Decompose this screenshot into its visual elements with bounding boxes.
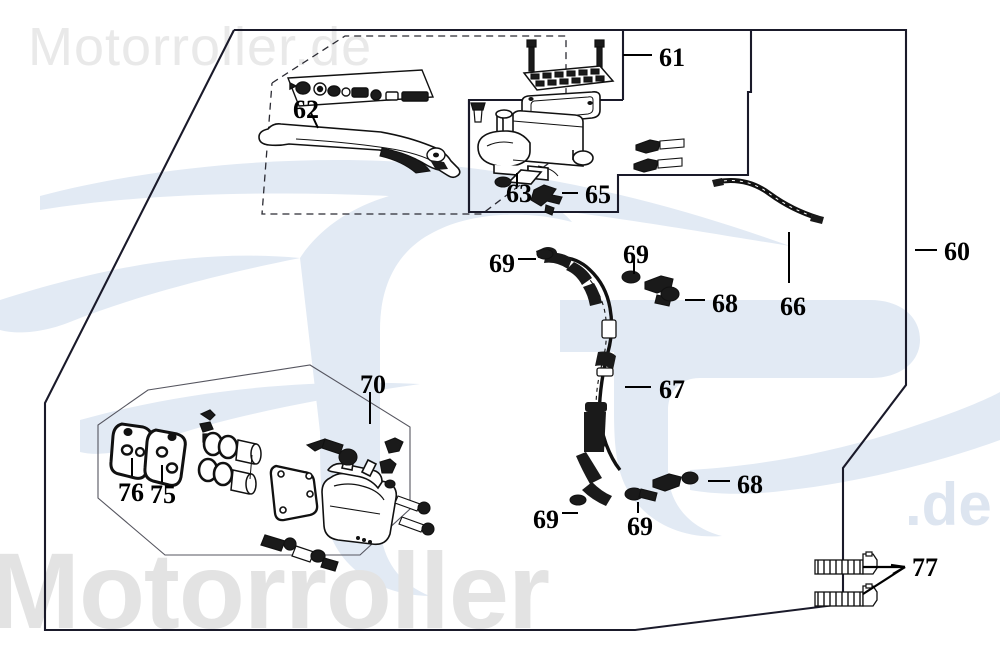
- part-caliper-hardware: [305, 437, 435, 536]
- callout-60: 60: [944, 237, 970, 266]
- part-67-brake-hose: [536, 247, 622, 506]
- callout-70: 70: [360, 370, 386, 399]
- leader-lines: [131, 54, 937, 595]
- part-65-pivot-bolt: [530, 184, 563, 216]
- watermark-top: Motorroller.de: [28, 17, 373, 77]
- callout-67: 67: [659, 375, 685, 404]
- callout-61: 61: [659, 43, 685, 72]
- callout-68-upper: 68: [712, 289, 738, 318]
- part-rubber-boot: [470, 102, 486, 123]
- part-master-cylinder-body: [477, 109, 594, 185]
- callout-69-a: 69: [489, 249, 515, 278]
- callout-69-c: 69: [533, 505, 559, 534]
- part-banjo-bolts-inset: [633, 138, 685, 173]
- part-77-mounting-bolts: [814, 551, 878, 607]
- subgroup-outline-70: [97, 364, 411, 556]
- part-pad-retaining-pin: [260, 534, 339, 572]
- part-caliper-bracket: [269, 464, 319, 522]
- callout-63: 63: [506, 179, 532, 208]
- callout-68-lower: 68: [737, 470, 763, 499]
- part-66-upper-hose: [712, 178, 824, 224]
- callout-77: 77: [912, 553, 938, 582]
- part-69-sealing-washers: [536, 248, 644, 506]
- callout-69-d: 69: [627, 512, 653, 541]
- leader-62: [310, 112, 319, 129]
- callout-66: 66: [780, 292, 806, 321]
- part-68-banjo-bolt-lower: [638, 471, 699, 502]
- callout-75: 75: [150, 480, 176, 509]
- part-70-caliper-body: [321, 453, 398, 546]
- part-61-reservoir-cap: [522, 65, 615, 91]
- part-75-brake-pad: [143, 428, 187, 487]
- watermark-de: .de: [905, 471, 992, 538]
- part-62-brake-lever: [258, 123, 461, 179]
- callout-62: 62: [293, 95, 319, 124]
- callout-76: 76: [118, 478, 144, 507]
- part-piston-seals: [197, 431, 239, 487]
- leader-77-arrow: [890, 563, 906, 575]
- part-pistons: [230, 439, 262, 495]
- group-outline-60: [43, 28, 908, 632]
- part-68-banjo-bolt-upper: [644, 275, 680, 307]
- part-62-hardware-strip: [286, 69, 435, 107]
- callout-65: 65: [585, 180, 611, 209]
- callout-69-b: 69: [623, 240, 649, 269]
